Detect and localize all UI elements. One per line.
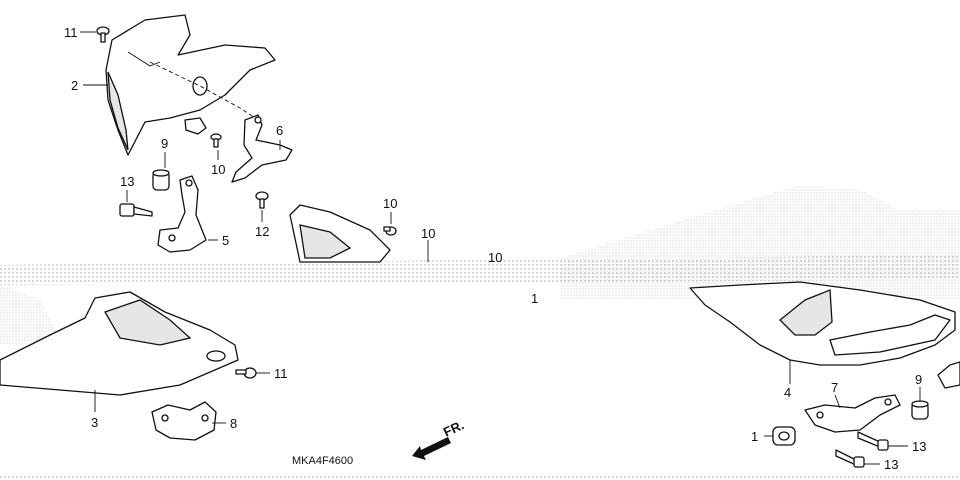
callout-7: 7 — [831, 380, 838, 395]
callout-11-mid: 11 — [274, 366, 288, 381]
callout-10-a: 10 — [211, 162, 225, 177]
callout-12: 12 — [255, 224, 269, 239]
grommet-part-9-left — [152, 169, 170, 191]
callout-3: 3 — [91, 415, 98, 430]
grommet-part-1-right — [772, 426, 796, 446]
upper-cover-part-2 — [105, 14, 276, 156]
callout-13-left: 13 — [120, 174, 134, 189]
callout-10-b: 10 — [383, 196, 397, 211]
screw-part-10-a — [210, 133, 222, 148]
callout-2: 2 — [71, 78, 78, 93]
callout-labels: 11 2 6 9 10 13 5 10 10 12 10 1 11 3 8 4 … — [64, 25, 926, 472]
callout-6: 6 — [276, 123, 283, 138]
drawing-code: MKA4F4600 — [292, 455, 353, 467]
screw-part-10-b — [383, 226, 397, 236]
callout-10-c: 10 — [421, 226, 435, 241]
screw-part-12 — [255, 191, 269, 209]
callout-13-right-a: 13 — [912, 439, 926, 454]
lower-cover-part-4 — [689, 281, 960, 389]
callout-9-right: 9 — [915, 372, 922, 387]
bottom-edge-strip — [0, 476, 960, 480]
grommet-part-9-right — [911, 400, 929, 420]
front-direction-arrow: FR. — [412, 417, 466, 460]
bolt-part-13-right-a — [857, 431, 889, 451]
callout-10-d: 10 — [488, 250, 502, 265]
leader-lines — [80, 31, 921, 465]
callout-9-left: 9 — [161, 136, 168, 151]
bolt-part-13-right-b — [835, 449, 865, 468]
callout-1-center: 1 — [531, 291, 538, 306]
callout-8: 8 — [230, 416, 237, 431]
middle-cover-fragment — [289, 204, 391, 263]
callout-1-right: 1 — [751, 429, 758, 444]
bolt-part-13-left — [119, 203, 153, 217]
callout-4: 4 — [784, 385, 791, 400]
callout-5: 5 — [222, 233, 229, 248]
bracket-part-6 — [184, 114, 293, 183]
bracket-part-8 — [151, 401, 217, 441]
bracket-part-7 — [804, 394, 901, 433]
callout-11-top: 11 — [64, 25, 78, 40]
screw-part-11-top — [96, 26, 110, 43]
direction-label: FR. — [441, 417, 466, 439]
stipple-background — [0, 185, 960, 345]
lower-cover-part-3 — [0, 291, 239, 396]
callout-13-right-b: 13 — [884, 457, 898, 472]
bracket-part-5 — [157, 175, 207, 253]
screw-part-11-mid — [235, 367, 257, 379]
